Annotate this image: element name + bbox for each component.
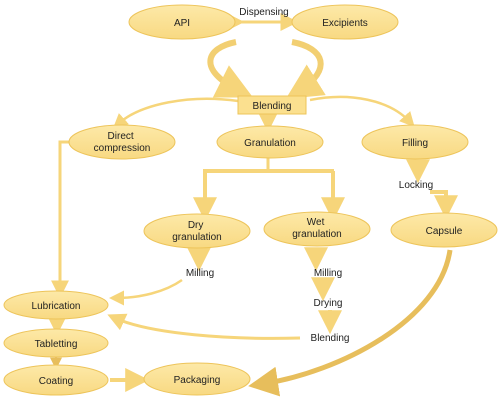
blending-to-filling-arrow (309, 95, 415, 128)
drying-label: Drying (314, 298, 343, 309)
wet-granulation-label: Wet granulation (292, 217, 341, 240)
api-to-blending-arrow (207, 39, 254, 98)
blending-label: Blending (253, 101, 292, 112)
locking-to-capsule-arrow (430, 190, 458, 220)
capsule-to-packaging-arrow (248, 249, 453, 397)
capsule-node (390, 212, 498, 248)
lubrication-label: Lubrication (32, 301, 81, 312)
lubrication-node (3, 290, 109, 320)
milling-to-lubrication-arrow (109, 278, 183, 306)
direct-compression-line2: compression (94, 143, 151, 154)
packaging-node (143, 362, 251, 396)
milling-dry-label: Milling (186, 268, 214, 279)
filling-node (361, 124, 469, 160)
wet-granulation-node (263, 211, 371, 247)
wet-granulation-line2: granulation (292, 229, 341, 240)
connectors (48, 13, 458, 397)
direct-compression-label: Direct compression (94, 131, 151, 154)
blending-to-lubrication-arrow (107, 313, 301, 340)
capsule-label: Capsule (426, 226, 463, 237)
api-node (128, 4, 236, 40)
coating-node (3, 364, 109, 396)
excipients-to-blending-arrow (285, 39, 326, 99)
filling-label: Filling (402, 138, 428, 149)
blending-node (237, 95, 307, 115)
dry-granulation-node (143, 213, 251, 249)
tabletting-label: Tabletting (35, 339, 78, 350)
granulation-node (216, 125, 324, 159)
locking-label: Locking (399, 180, 433, 191)
api-label: API (174, 18, 190, 29)
blending-to-direct-arrow (112, 97, 239, 129)
blending-wet-label: Blending (311, 333, 350, 344)
tabletting-node (3, 328, 109, 358)
excipients-node (291, 4, 399, 40)
dispensing-label: Dispensing (239, 7, 288, 18)
excipients-label: Excipients (322, 18, 368, 29)
direct-compression-node (68, 124, 176, 160)
dry-granulation-line2: granulation (172, 232, 221, 243)
wet-granulation-line1: Wet (307, 217, 325, 228)
granulation-label: Granulation (244, 138, 296, 149)
coating-label: Coating (39, 376, 73, 387)
dry-granulation-line1: Dry (188, 220, 204, 231)
nodes: API Excipients Dispensing Blending Direc… (3, 4, 498, 396)
packaging-label: Packaging (174, 375, 221, 386)
direct-to-lubrication-arrow (51, 140, 70, 299)
dry-granulation-label: Dry granulation (172, 220, 221, 243)
milling-wet-label: Milling (314, 268, 342, 279)
direct-compression-line1: Direct (108, 131, 134, 142)
